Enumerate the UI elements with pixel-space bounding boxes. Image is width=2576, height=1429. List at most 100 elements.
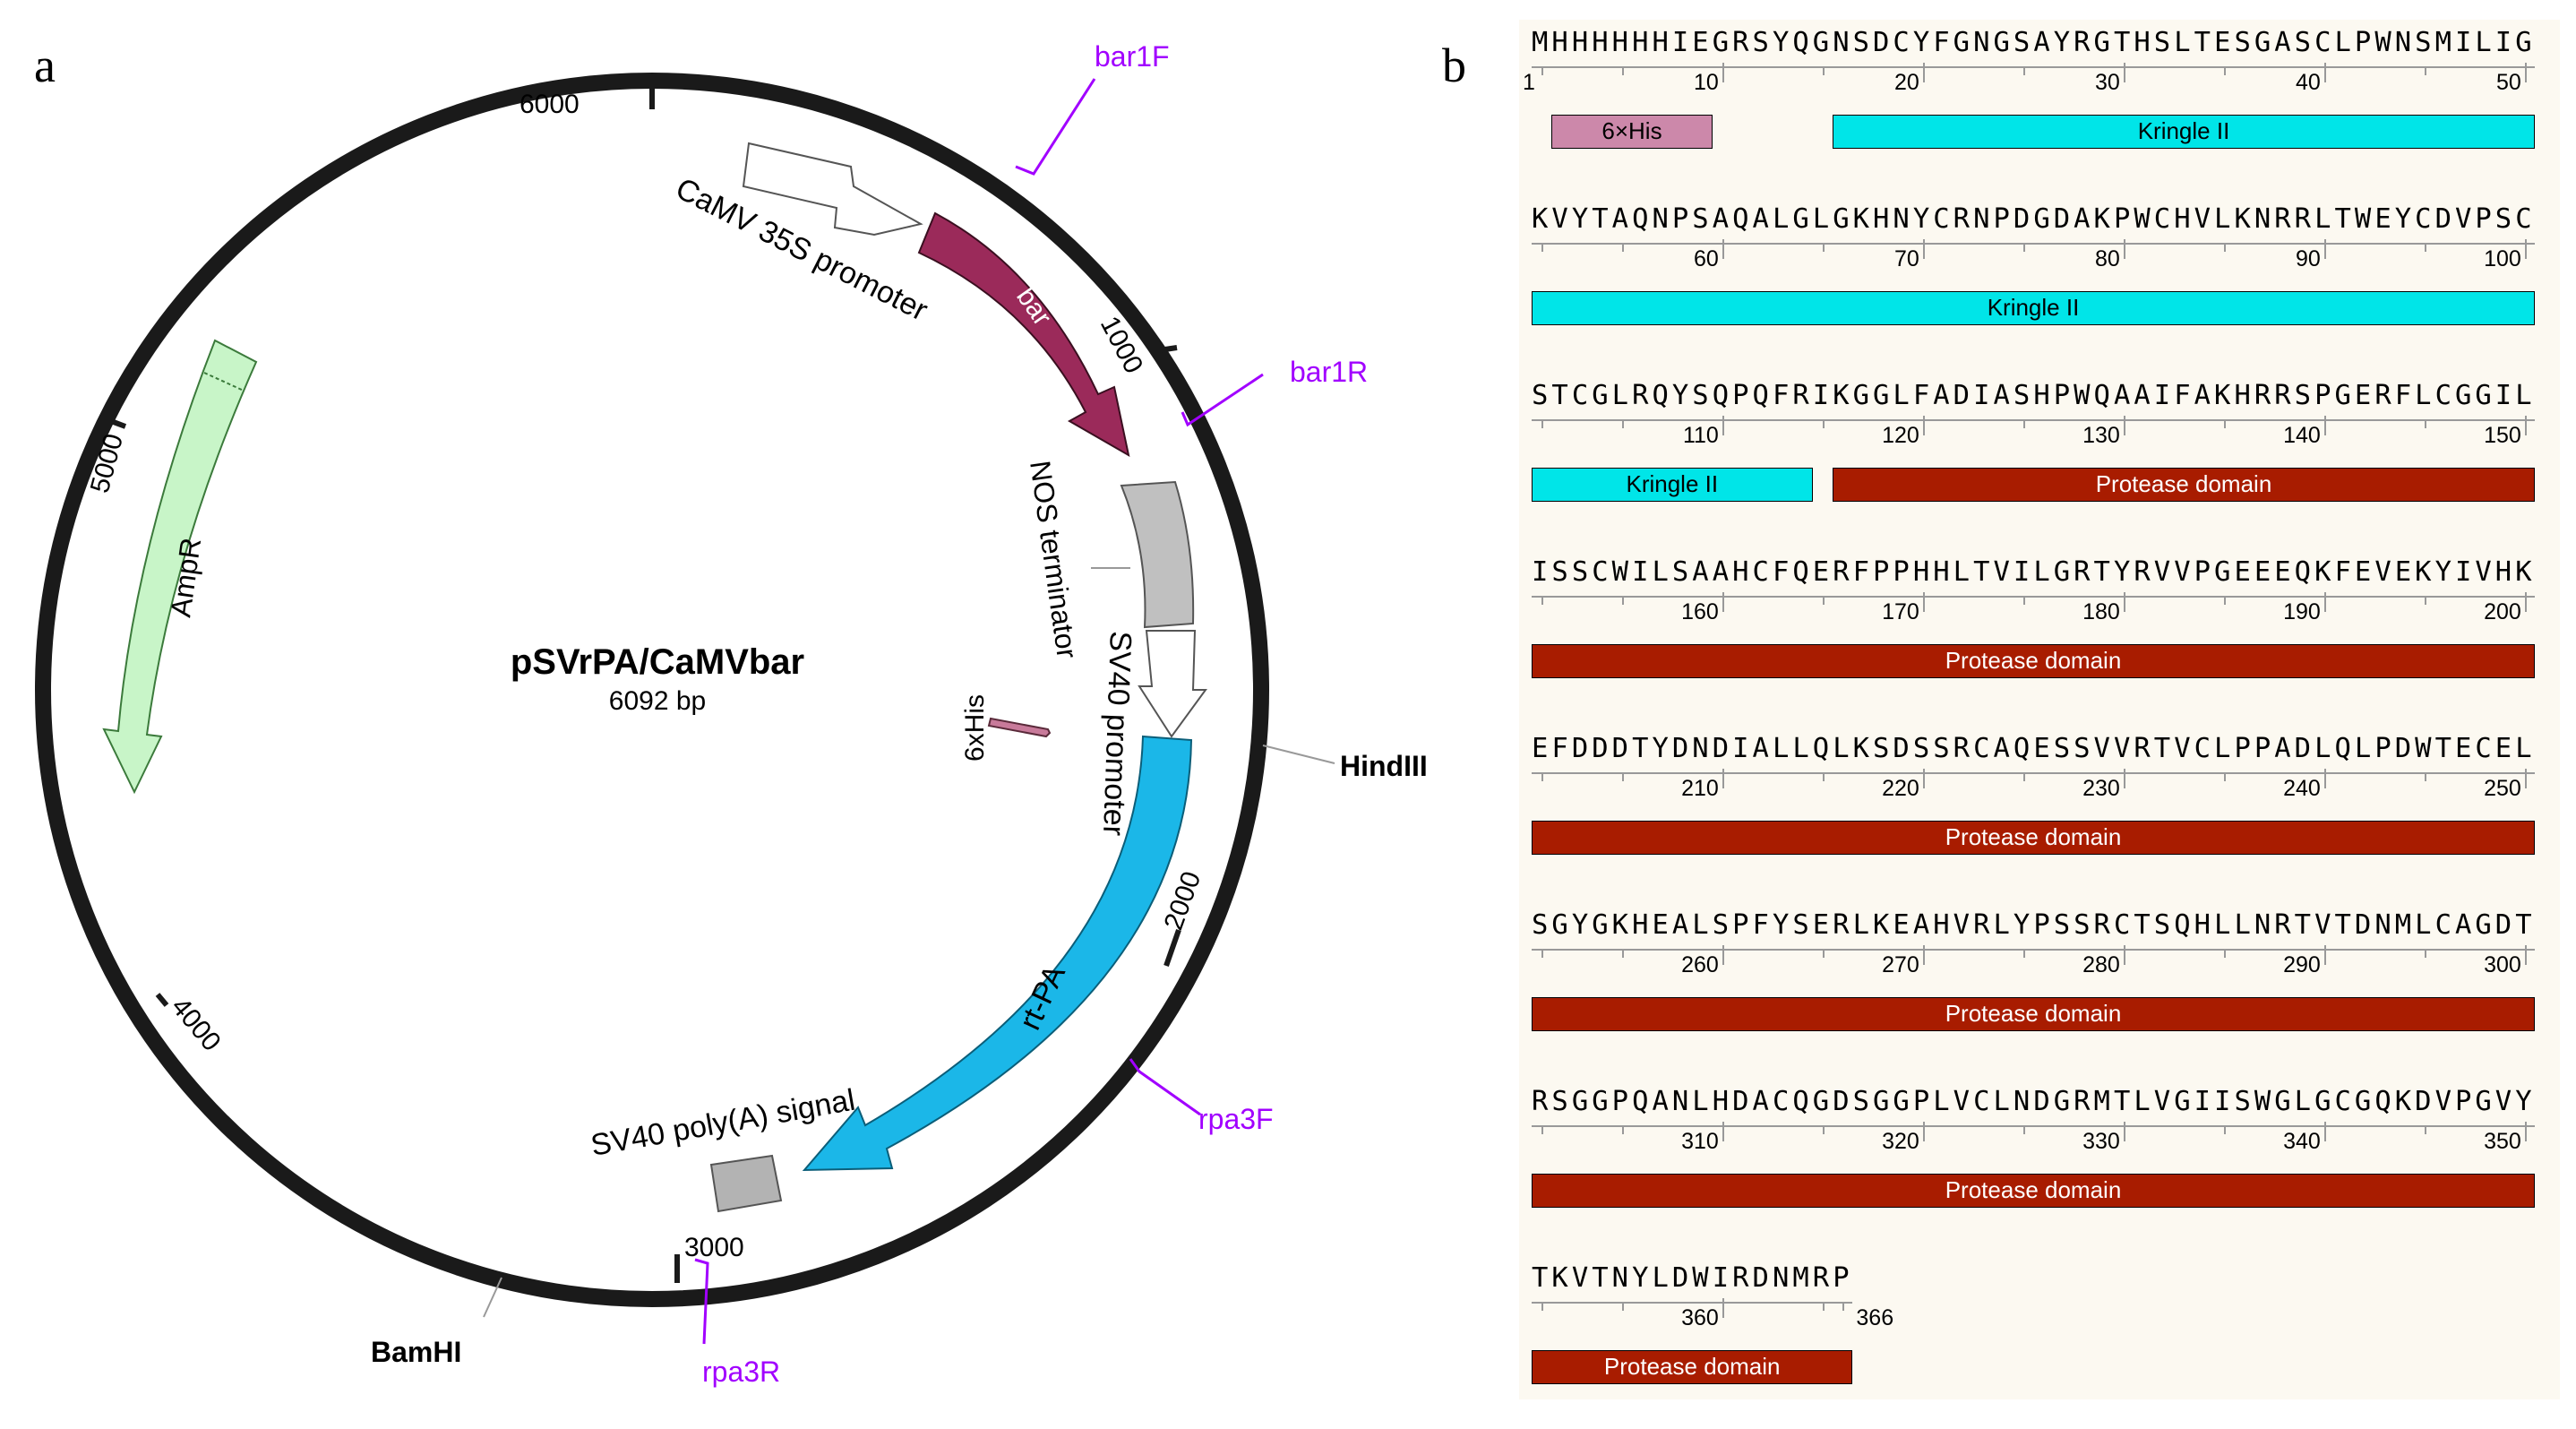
ruler-tick: [2022, 66, 2025, 75]
ruler-tick: [1722, 1122, 1724, 1141]
primer-rpa3R-label: rpa3R: [702, 1356, 780, 1388]
ruler-tick: [1722, 592, 1724, 612]
hindiii-site-label: HindIII: [1340, 750, 1428, 782]
nos-terminator-box: [1120, 480, 1195, 629]
ruler-tick: [1722, 416, 1724, 435]
ruler-number: 90: [2295, 246, 2321, 271]
ruler-number: 320: [1882, 1129, 1919, 1154]
primer-rpa3R-marker: [694, 1258, 709, 1345]
ruler-tick: [1541, 243, 1544, 252]
sequence-text: STCGLRQYSQPQFRIKGGLFADIASHPWQAAIFAKHRRSP…: [1532, 380, 2536, 411]
ruler-tick: [1621, 66, 1624, 75]
ruler-tick: [2223, 419, 2226, 428]
ruler-number: 270: [1882, 952, 1919, 977]
bar-gene-arrow: [917, 211, 1130, 457]
ruler-line: [1532, 596, 2535, 598]
ruler-tick: [2323, 416, 2326, 435]
ruler-tick: [2223, 596, 2226, 605]
plasmid-size: 6092 bp: [609, 686, 706, 716]
sv40-polya-label: SV40 poly(A) signal: [588, 1083, 858, 1163]
ruler-tick: [1621, 1302, 1624, 1311]
plasmid-name: pSVrPA/CaMVbar: [511, 642, 804, 682]
ruler-line: [1532, 1302, 1853, 1304]
plasmid-map: 6000 1000 2000 3000 4000 5000 CaMV 35S p…: [35, 40, 1428, 1388]
panel-label-b: b: [1442, 39, 1466, 92]
ruler-tick: [2524, 63, 2527, 82]
tick-1000: [1158, 345, 1178, 353]
ruler-tick: [1722, 239, 1724, 259]
ruler-number: 350: [2484, 1129, 2521, 1154]
ruler-tick: [2022, 772, 2025, 781]
panel-label-a: a: [34, 39, 56, 92]
feature-his: 6×His: [1551, 115, 1713, 149]
tick-label-3000: 3000: [684, 1233, 744, 1262]
ruler-number: 330: [2082, 1129, 2120, 1154]
ruler-tick: [1722, 945, 1724, 965]
ruler-tick: [2123, 239, 2125, 259]
ruler-tick: [1541, 949, 1544, 958]
ruler-tick: [1621, 949, 1624, 958]
ruler-number: 240: [2283, 776, 2321, 801]
ruler-tick: [1822, 243, 1825, 252]
ruler-tick: [2424, 596, 2426, 605]
ruler-line: [1532, 772, 2535, 774]
ruler-tick: [1722, 1298, 1724, 1318]
ruler-tick: [2123, 945, 2125, 965]
ruler-tick: [2424, 1125, 2426, 1134]
ruler-tick: [2323, 63, 2326, 82]
ruler-tick: [1541, 419, 1544, 428]
ruler-tick: [2524, 945, 2527, 965]
ruler-number: 160: [1681, 599, 1719, 624]
ruler-number: 50: [2495, 70, 2521, 95]
ruler-tick: [1541, 66, 1544, 75]
hindiii-leader: [1262, 745, 1335, 764]
ruler-tick: [1541, 1302, 1544, 1311]
ruler-tick: [1922, 416, 1925, 435]
tick-4000: [155, 993, 169, 1007]
feature-protease: Protease domain: [1532, 997, 2535, 1031]
sequence-row: MHHHHHHIEGRSYQGNSDCYFGNGSAYRGTHSLTESGASC…: [1519, 23, 2560, 194]
sv40-promoter-arrow: [1138, 630, 1207, 738]
ruler-tick: [2323, 769, 2326, 788]
ruler-tick: [2424, 772, 2426, 781]
ruler-tick: [2424, 243, 2426, 252]
ruler-tick: [2123, 592, 2125, 612]
ruler-tick: [1541, 772, 1544, 781]
ruler-tick: [2022, 419, 2025, 428]
ruler-tick: [1842, 1302, 1845, 1311]
bamhi-leader: [483, 1277, 502, 1318]
ruler-tick: [1722, 63, 1724, 82]
primer-bar1F-marker: [1015, 78, 1096, 176]
primer-bar1R-label: bar1R: [1290, 356, 1368, 388]
ruler-tick: [2524, 1122, 2527, 1141]
ruler-number: 230: [2082, 776, 2120, 801]
ruler-tick: [2123, 416, 2125, 435]
feature-protease: Protease domain: [1532, 644, 2535, 678]
ruler-line: [1532, 1125, 2535, 1127]
ampr-gene-arrow: [102, 339, 258, 795]
ruler-tick: [1922, 239, 1925, 259]
ruler-tick: [2123, 1122, 2125, 1141]
tick-label-2000: 2000: [1159, 867, 1207, 934]
ruler-tick: [1722, 769, 1724, 788]
ruler-number: 110: [1682, 423, 1719, 448]
ruler-tick: [2524, 239, 2527, 259]
ruler-tick: [2524, 769, 2527, 788]
ruler-number: 120: [1882, 423, 1919, 448]
ruler-number: 80: [2094, 246, 2120, 271]
ruler-tick: [2123, 63, 2125, 82]
ruler-number: 260: [1681, 952, 1719, 977]
rtpa-gene-arrow: [802, 735, 1193, 1172]
ruler-tick: [2524, 416, 2527, 435]
ruler-tick: [1822, 419, 1825, 428]
ruler-line: [1532, 66, 2535, 68]
ruler-number: 220: [1882, 776, 1919, 801]
tick-5000: [109, 418, 127, 429]
ruler-number: 190: [2283, 599, 2321, 624]
sequence-text: EFDDDTYDNDIALLQLKSDSSRCAQESSVVRTVCLPPADL…: [1532, 733, 2536, 764]
ruler-tick: [2524, 592, 2527, 612]
ruler-tick: [1621, 243, 1624, 252]
ruler-start-number: 1: [1523, 70, 1535, 95]
ruler-number: 40: [2295, 70, 2321, 95]
